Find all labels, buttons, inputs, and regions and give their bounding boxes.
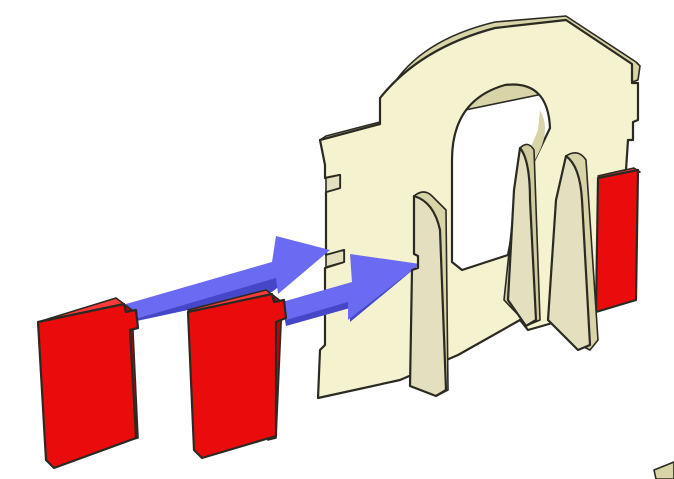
red-tab-middle-face [188,294,286,458]
left-upright-front [410,192,448,396]
right-upright-back [504,144,540,326]
red-tab-middle [188,290,286,458]
red-tab-inserted-face [596,170,638,312]
red-tab-left-face [38,304,138,468]
red-tab-left [38,298,138,468]
corner-fragment [654,462,674,479]
